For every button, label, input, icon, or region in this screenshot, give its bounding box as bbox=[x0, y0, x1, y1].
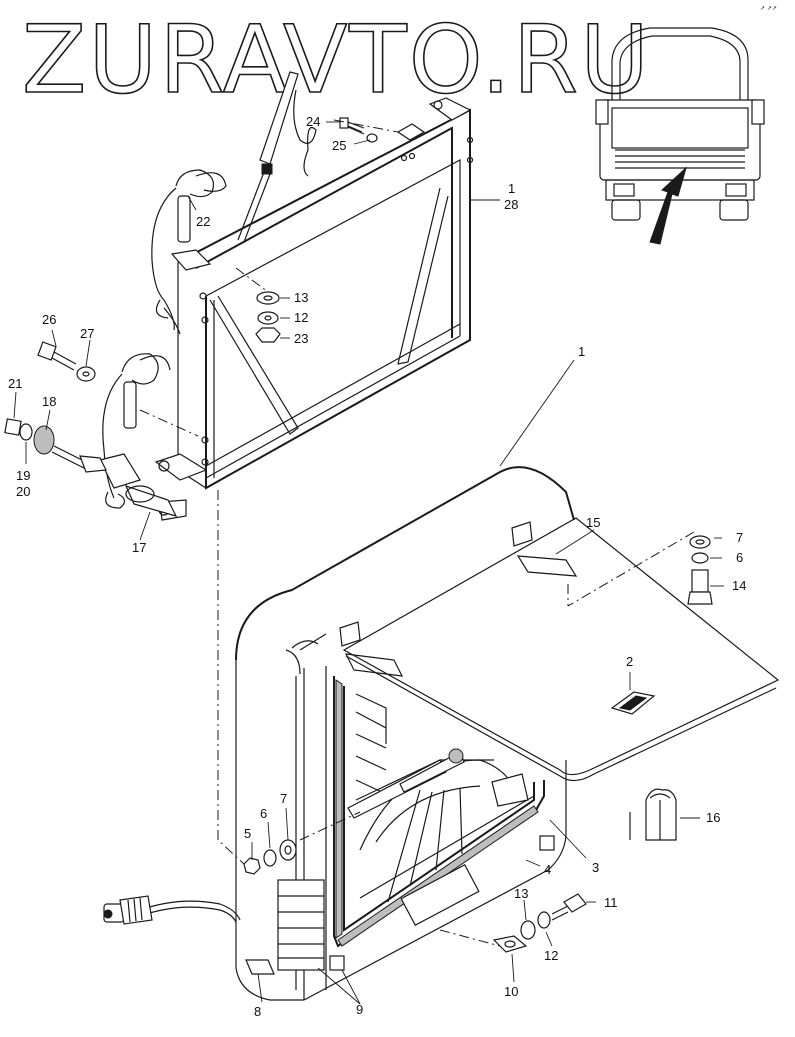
truck-front-icon bbox=[595, 27, 765, 245]
label-19: 19 bbox=[16, 468, 30, 483]
cable-connector bbox=[103, 895, 241, 925]
label-20: 20 bbox=[16, 484, 30, 499]
label-23: 23 bbox=[294, 331, 308, 346]
label-8: 8 bbox=[254, 1004, 261, 1019]
label-27: 27 bbox=[80, 326, 94, 341]
label-13-lower: 13 bbox=[514, 886, 528, 901]
pin-22 bbox=[151, 169, 227, 335]
label-5: 5 bbox=[244, 826, 251, 841]
part-labels: 1 28 24 25 22 13 12 23 26 27 21 18 19 20… bbox=[8, 114, 746, 1019]
label-25: 25 bbox=[332, 138, 346, 153]
mounting-frame bbox=[154, 71, 474, 521]
label-6-right: 6 bbox=[736, 550, 743, 565]
hinge-plate-9 bbox=[277, 879, 325, 971]
label-6-left: 6 bbox=[260, 806, 267, 821]
label-24: 24 bbox=[306, 114, 320, 129]
label-28: 28 bbox=[504, 197, 518, 212]
label-3: 3 bbox=[592, 860, 599, 875]
bolt-26 bbox=[37, 341, 96, 382]
label-17: 17 bbox=[132, 540, 146, 555]
seal-16 bbox=[629, 788, 677, 841]
fasteners-12-13-23 bbox=[255, 291, 281, 343]
label-12-upper: 12 bbox=[294, 310, 308, 325]
label-26: 26 bbox=[42, 312, 56, 327]
main-enclosure bbox=[235, 466, 780, 1001]
label-10: 10 bbox=[504, 984, 518, 999]
fasteners-18-21 bbox=[4, 418, 107, 473]
label-2: 2 bbox=[626, 654, 633, 669]
pin-17 bbox=[99, 353, 178, 517]
label-1-frame: 1 bbox=[508, 181, 515, 196]
label-1-box: 1 bbox=[578, 344, 585, 359]
label-12-lower: 12 bbox=[544, 948, 558, 963]
leader-lines bbox=[13, 121, 724, 1005]
label-21: 21 bbox=[8, 376, 22, 391]
fasteners-5-6-7 bbox=[243, 839, 297, 875]
label-13-upper: 13 bbox=[294, 290, 308, 305]
label-9: 9 bbox=[356, 1002, 363, 1017]
label-15: 15 bbox=[586, 515, 600, 530]
watermark-text: ZURAVTO.RU bbox=[22, 6, 651, 115]
label-22: 22 bbox=[196, 214, 210, 229]
label-7-left: 7 bbox=[280, 791, 287, 806]
fasteners-10-11-12-13 bbox=[492, 893, 587, 953]
fasteners-7-6-14 bbox=[687, 535, 713, 605]
label-7-right: 7 bbox=[736, 530, 743, 545]
corner-mark: ↗ ↗↗ bbox=[760, 5, 777, 12]
label-16: 16 bbox=[706, 810, 720, 825]
label-18: 18 bbox=[42, 394, 56, 409]
label-14: 14 bbox=[732, 578, 746, 593]
label-11: 11 bbox=[604, 895, 618, 910]
assembly-lines bbox=[139, 119, 695, 947]
label-4: 4 bbox=[544, 862, 551, 877]
